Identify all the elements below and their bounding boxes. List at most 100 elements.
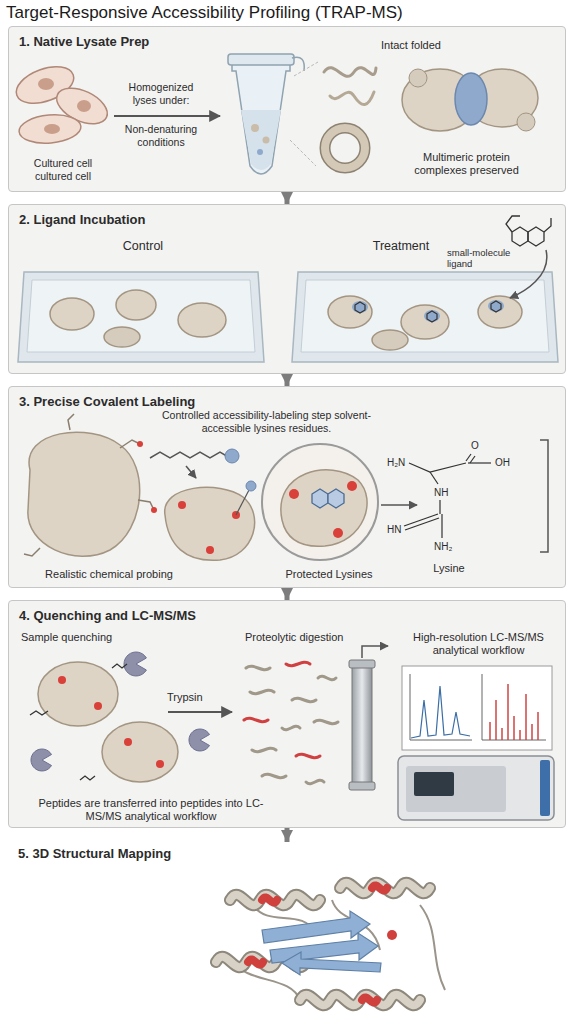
protein-complex	[402, 69, 538, 131]
text-slot: Lysine	[409, 562, 489, 575]
caption-text: High-resolution LC-MS/MS analytical work…	[401, 631, 556, 657]
step-band: 5. 3D Structural Mapping	[8, 842, 566, 866]
incubation-tray	[18, 272, 264, 362]
text-slot: Controlled accessibility-labeling step s…	[159, 409, 374, 434]
chemical-bond	[468, 462, 491, 463]
text-slot: NH₂	[434, 541, 464, 553]
bound-ligand	[427, 311, 437, 322]
mass-spectrometer	[398, 756, 554, 820]
protein-blob	[28, 432, 140, 556]
protein-blob	[372, 330, 408, 350]
labeled-protein	[156, 760, 164, 768]
atom-label: O	[471, 440, 485, 452]
ms-chart	[490, 684, 538, 740]
bound-ligand	[355, 301, 501, 322]
protein-blob	[178, 303, 226, 337]
arrow-label: Trypsin	[167, 691, 217, 704]
protein-blob	[478, 296, 522, 328]
caption-text: Protected Lysines	[259, 568, 399, 581]
protein-ribbon	[230, 900, 445, 1000]
flow-arrow	[285, 828, 290, 842]
text-slot: Realistic chemical probing	[29, 568, 189, 581]
zoom-circle	[333, 528, 343, 538]
labeled-protein	[102, 722, 178, 782]
protein-ribbon	[387, 930, 397, 940]
protein-ribbon	[372, 885, 387, 890]
cultured-cells	[38, 78, 54, 90]
labeled-protein	[94, 702, 102, 710]
text-slot: Cultured cell cultured cell	[23, 157, 103, 182]
zoom-circle	[347, 481, 357, 491]
text-slot: High-resolution LC-MS/MS analytical work…	[401, 631, 556, 657]
zoom-circle	[328, 489, 344, 508]
text-slot: Multimeric protein complexes preserved	[409, 151, 524, 177]
labeled-protein	[178, 501, 186, 509]
text-slot: O	[471, 440, 485, 452]
zoom-circle	[289, 489, 299, 499]
ms-chart	[402, 666, 552, 750]
flow-arrow	[285, 588, 290, 600]
text-slot: 1. Native Lysate Prep	[19, 34, 319, 50]
process-arrow	[168, 711, 232, 713]
caption-text: Peptides are transferred into peptides i…	[36, 797, 266, 823]
process-arrow	[381, 505, 417, 506]
ms-chart	[482, 674, 546, 740]
labeled-protein	[58, 676, 66, 684]
text-slot: Non-denaturing conditions	[116, 123, 206, 148]
bound-ligand	[491, 301, 501, 312]
text-slot: Intact folded	[381, 39, 501, 52]
incubation-tray	[301, 280, 549, 352]
zoom-circle	[262, 444, 378, 560]
protein-blob	[151, 507, 157, 513]
lysate-tube	[263, 137, 270, 144]
text-slot: HN	[387, 524, 411, 536]
ms-chart	[410, 674, 472, 740]
protein-blob	[50, 298, 94, 330]
zoom-circle	[262, 444, 378, 560]
protein-blob	[401, 305, 449, 339]
protein-blob	[137, 441, 143, 447]
lysate-tube	[228, 54, 294, 65]
text-slot: NH	[434, 487, 458, 499]
caption-text: Proteolytic digestion	[245, 631, 385, 644]
text-slot: Peptides are transferred into peptides i…	[36, 797, 266, 823]
caption-text: Cultured cell cultured cell	[23, 157, 103, 182]
process-arrow	[168, 712, 232, 713]
labeling-reagent	[225, 449, 239, 463]
protein-ribbon	[262, 911, 370, 943]
chemical-bond	[439, 500, 440, 514]
labeled-protein	[38, 662, 118, 726]
labeled-protein	[206, 546, 214, 554]
protein-ribbon	[230, 895, 320, 905]
protein-blob	[424, 310, 440, 322]
mass-spectrometer	[406, 766, 506, 812]
mass-spectrometer	[540, 760, 550, 816]
protein-complex	[517, 113, 535, 131]
protein-ribbon	[282, 952, 381, 975]
mass-spectrometer	[414, 772, 454, 796]
text-slot: small-molecule ligand	[447, 247, 527, 270]
lysate-tube	[251, 124, 259, 132]
mass-spectrometer	[398, 756, 554, 820]
arrow-label: Non-denaturing conditions	[116, 123, 206, 148]
arrow-label: Homogenized lyses under:	[121, 81, 201, 106]
tray-label: Control	[17, 239, 269, 254]
text-slot: 4. Quenching and LC-MS/MS	[19, 608, 319, 624]
text-slot: 3. Precise Covalent Labeling	[19, 394, 319, 410]
atom-label: NH	[434, 487, 458, 499]
lc-column	[352, 664, 372, 786]
text-slot: 5. 3D Structural Mapping	[18, 846, 318, 862]
protein-ribbon	[340, 883, 430, 893]
incubation-tray	[292, 272, 558, 362]
step-heading: 4. Quenching and LC-MS/MS	[19, 608, 319, 624]
protein-ribbon	[362, 997, 377, 1002]
protein-complex	[409, 69, 427, 87]
text-slot: H₂N	[387, 457, 417, 469]
tray-label: Treatment	[351, 239, 451, 254]
text-slot: 2. Ligand Incubation	[19, 212, 319, 228]
step-heading: 2. Ligand Incubation	[19, 212, 319, 228]
protein-ribbon	[216, 883, 445, 1005]
process-arrow	[114, 116, 220, 117]
protein-blob	[104, 327, 140, 347]
labeled-protein	[124, 738, 132, 746]
